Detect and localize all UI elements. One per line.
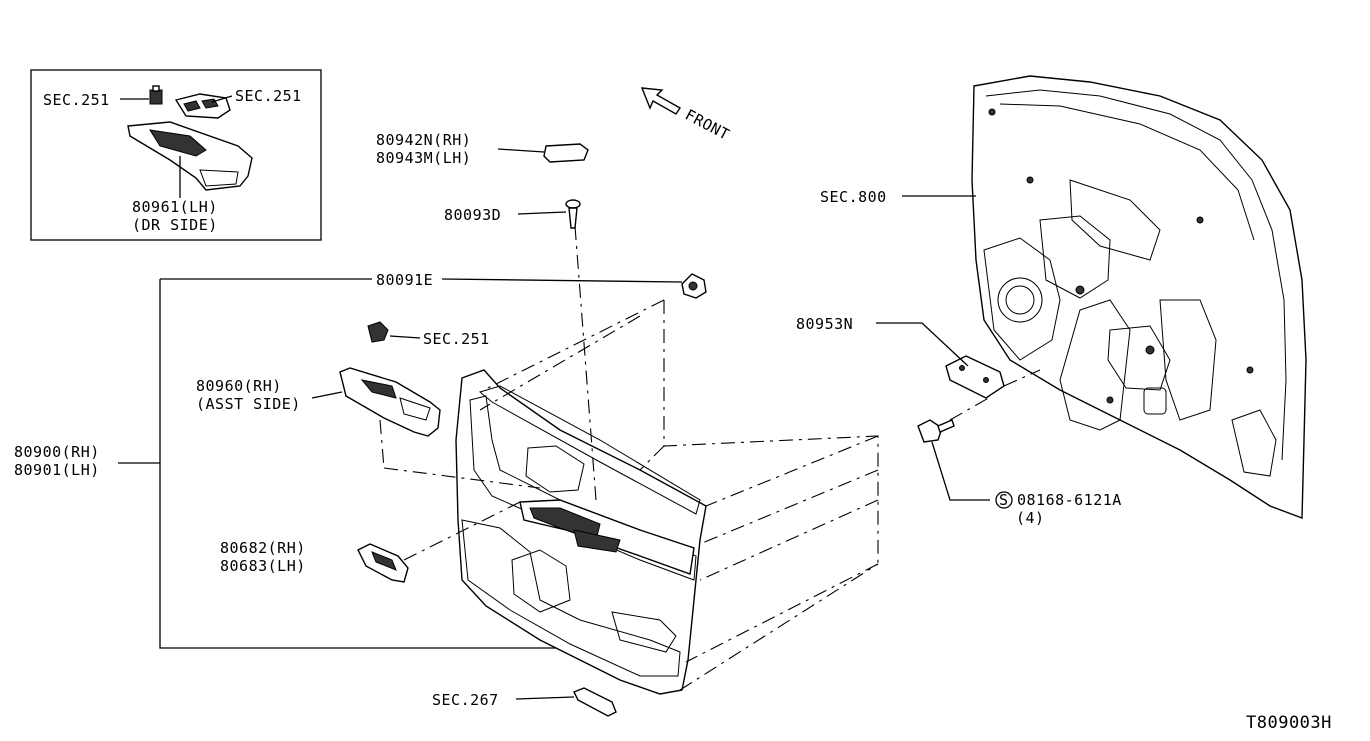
door-inner-panel-sec800 xyxy=(971,75,1307,520)
cap-80942n xyxy=(543,143,589,163)
inset-sec-label-left: SEC.251 xyxy=(43,91,110,109)
projection-lines xyxy=(379,225,879,691)
bolt-08168-6121a xyxy=(917,419,955,443)
inset-armrest-finisher xyxy=(127,121,253,191)
label-80683: 80683(LH) xyxy=(220,557,306,575)
label-80960-note: (ASST SIDE) xyxy=(196,395,301,413)
inset-switch-connector xyxy=(149,85,163,105)
bracket-80900 xyxy=(118,278,560,649)
inset-frame xyxy=(30,69,322,241)
clip-sec251 xyxy=(367,321,389,343)
front-label: FRONT xyxy=(682,106,733,144)
inset-box: SEC.251 SEC.251 80961(LH) (DR SIDE) xyxy=(30,69,322,241)
front-direction-indicator: FRONT xyxy=(640,87,733,144)
screw-80093d xyxy=(565,199,581,229)
label-80091e: 80091E xyxy=(376,271,433,289)
label-80943m: 80943M(LH) xyxy=(376,149,471,167)
door-trim-panel xyxy=(455,369,707,695)
label-bolt-qty: (4) xyxy=(1016,509,1045,527)
label-80901: 80901(LH) xyxy=(14,461,100,479)
label-80960: 80960(RH) xyxy=(196,377,282,395)
armrest-finisher-80960 xyxy=(339,367,441,437)
inset-window-switch xyxy=(174,93,231,119)
front-arrow-icon xyxy=(640,87,682,115)
label-sec251-clip: SEC.251 xyxy=(423,330,490,348)
bolt-symbol: S xyxy=(999,491,1009,509)
label-80682: 80682(RH) xyxy=(220,539,306,557)
label-bolt-part: 08168-6121A xyxy=(1017,491,1122,509)
inset-part-80961-note: (DR SIDE) xyxy=(132,216,218,234)
bolt-symbol-badge: S xyxy=(995,491,1013,509)
inset-part-80961-label: 80961(LH) xyxy=(132,198,218,216)
label-sec267: SEC.267 xyxy=(432,691,499,709)
label-sec800: SEC.800 xyxy=(820,188,887,206)
label-80093d: 80093D xyxy=(444,206,501,224)
pull-handle-sec267 xyxy=(573,687,617,717)
label-80942n: 80942N(RH) xyxy=(376,131,471,149)
clip-80091e xyxy=(681,273,707,299)
bracket-80953n xyxy=(945,355,1005,399)
handle-escutcheon-80682 xyxy=(357,543,409,583)
label-80953n: 80953N xyxy=(796,315,853,333)
diagram-code: T809003H xyxy=(1246,713,1332,733)
inset-sec-label-right: SEC.251 xyxy=(235,87,302,105)
label-80900: 80900(RH) xyxy=(14,443,100,461)
